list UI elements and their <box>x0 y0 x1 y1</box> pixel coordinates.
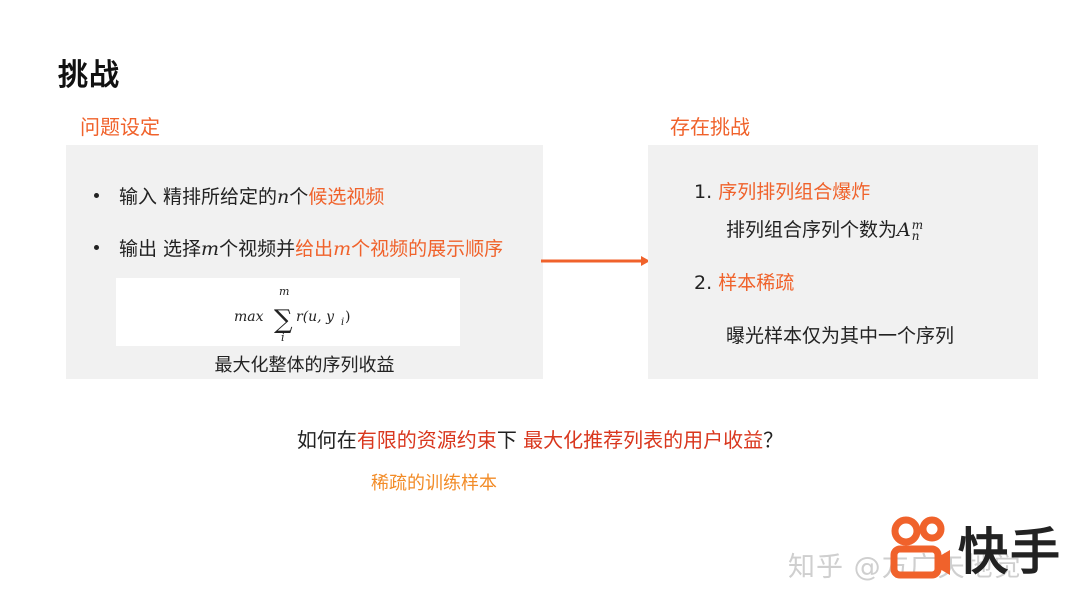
challenge-1-heading: 1. 序列排列组合爆炸 <box>694 177 870 204</box>
formula-caption: 最大化整体的序列收益 <box>214 355 395 376</box>
bullet-icon <box>94 193 99 198</box>
key-question: 如何在有限的资源约束下 最大化推荐列表的用户收益？ <box>0 424 1080 453</box>
output-highlight-a: 给出 <box>295 238 334 260</box>
challenge-1-title: 序列排列组合爆炸 <box>718 181 871 203</box>
output-bullet: 输出 选择m个视频并给出m个视频的展示顺序 <box>94 234 503 261</box>
question-part-1: 如何在 <box>296 428 357 452</box>
question-part-2: 有限的资源约束 <box>356 428 497 452</box>
problem-setting-label: 问题设定 <box>80 115 160 139</box>
objective-formula: max ∑ m i r(u, y i ) <box>234 285 350 344</box>
formula-body-end: ) <box>345 309 350 325</box>
challenges-label: 存在挑战 <box>670 115 750 139</box>
answer-note: 稀疏的训练样本 <box>371 473 497 494</box>
challenge-1-desc: 排列组合序列个数为 <box>726 219 898 241</box>
input-highlight: 候选视频 <box>308 186 385 208</box>
sigma-icon: ∑ <box>274 305 293 335</box>
kuaishou-logo-text: 快手 <box>958 523 1062 581</box>
formula-box: max ∑ m i r(u, y i ) <box>116 278 460 346</box>
question-part-3: 下 <box>496 428 524 452</box>
input-bullet: 输入 精排所给定的n个候选视频 <box>94 182 384 209</box>
input-mid: 个 <box>289 186 309 208</box>
question-part-5: ？ <box>763 428 784 452</box>
formula-sum-lower: i <box>281 331 285 344</box>
right-arrow-icon <box>541 256 650 266</box>
problem-setting-box: 输入 精排所给定的n个候选视频 输出 选择m个视频并给出m个视频的展示顺序 ma… <box>66 145 543 379</box>
challenge-1-math-sup: m <box>911 217 924 232</box>
formula-body: r(u, y <box>296 309 335 325</box>
output-highlight-b: 个视频的展示顺序 <box>351 238 504 260</box>
output-text: 输出 选择 <box>119 238 202 260</box>
input-var-n: n <box>277 186 290 208</box>
output-var-m: m <box>201 238 220 260</box>
challenge-1-math-base: A <box>897 219 911 241</box>
challenge-2-number: 2. <box>694 272 713 294</box>
challenge-2-desc: 曝光样本仅为其中一个序列 <box>726 325 955 347</box>
slide-title: 挑战 <box>58 58 120 93</box>
kuaishou-logo-icon <box>890 516 950 579</box>
formula-sum-upper: m <box>279 285 289 298</box>
bullet-icon <box>94 245 99 250</box>
formula-body-sub: i <box>341 317 344 328</box>
input-text: 输入 精排所给定的 <box>119 186 278 208</box>
challenge-2-heading: 2. 样本稀疏 <box>694 268 794 295</box>
challenge-1-number: 1. <box>694 181 713 203</box>
formula-max: max <box>234 309 264 325</box>
challenge-2-title: 样本稀疏 <box>718 272 795 294</box>
question-part-4: 最大化推荐列表的用户收益 <box>523 428 764 452</box>
output-var-m2: m <box>333 238 352 260</box>
challenge-1-math-sub: n <box>911 228 920 243</box>
output-mid: 个视频并 <box>219 238 296 260</box>
